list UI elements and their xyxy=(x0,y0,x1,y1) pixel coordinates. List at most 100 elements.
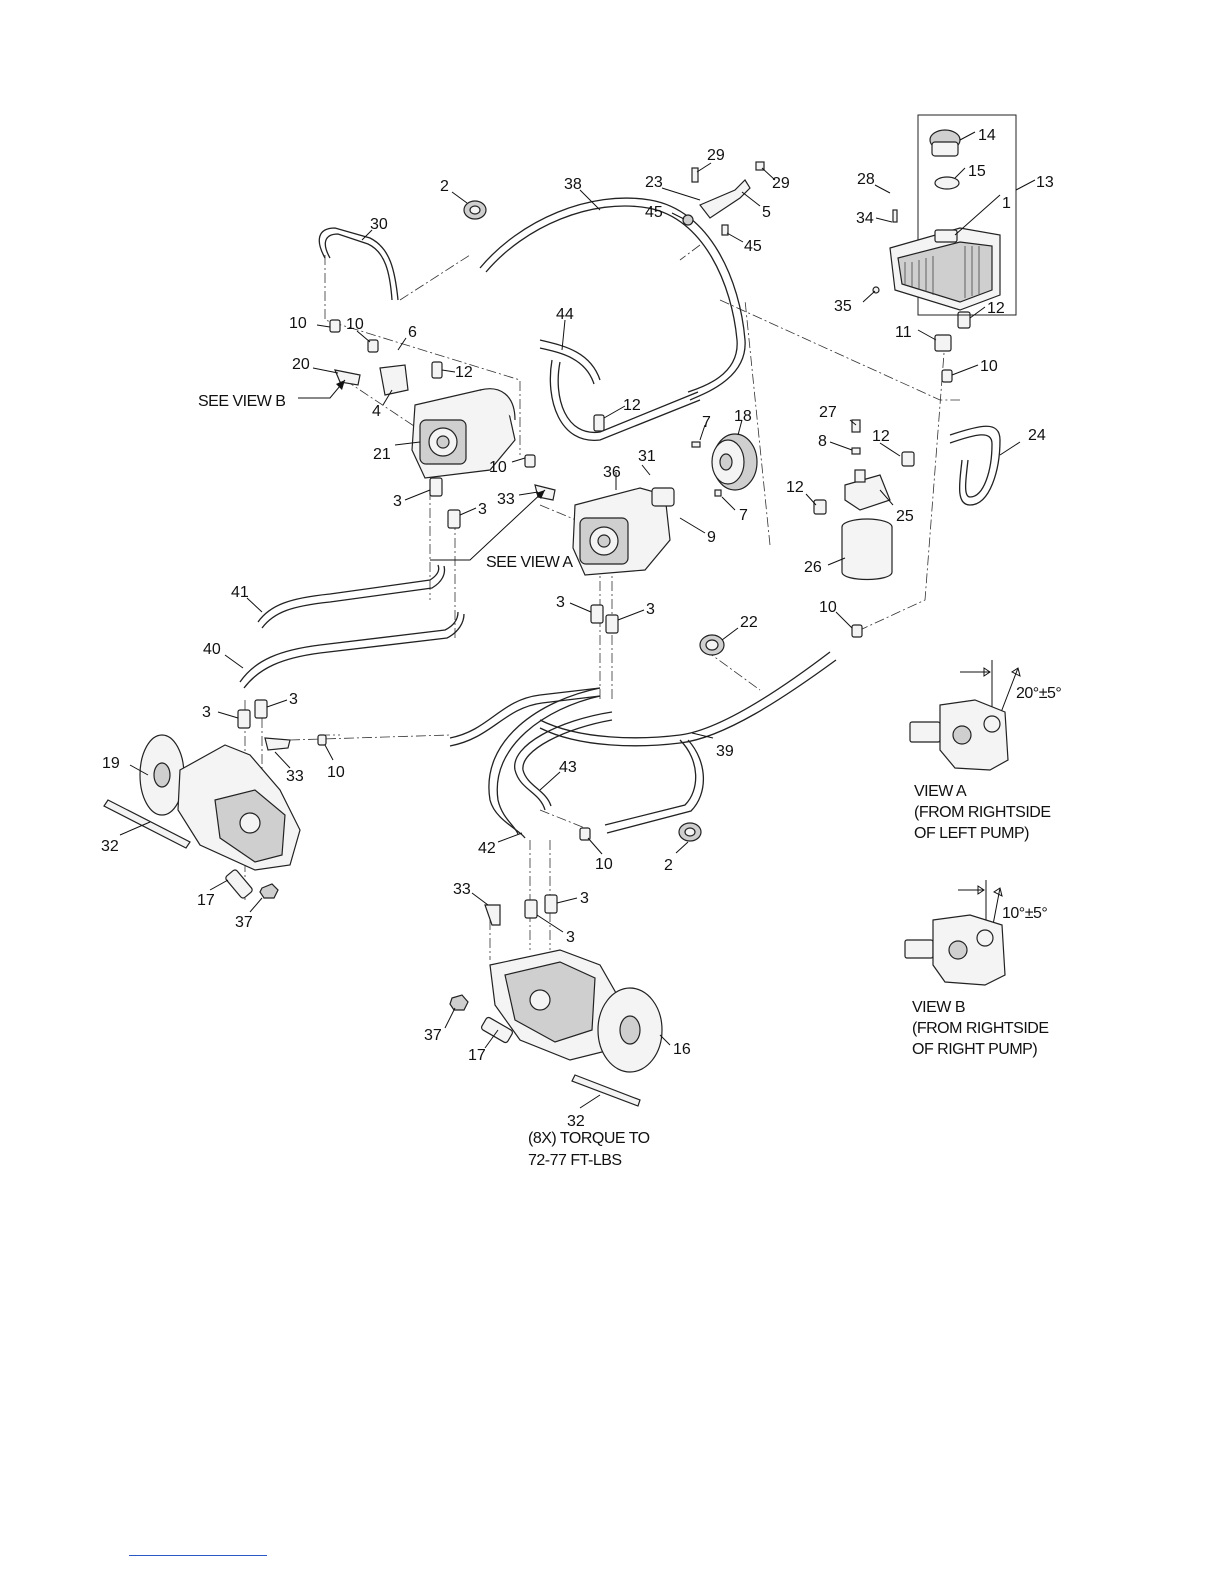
filter-assembly xyxy=(841,419,893,581)
callout: 12 xyxy=(455,364,473,381)
callout: 4 xyxy=(372,403,381,420)
callout: 33 xyxy=(286,768,304,785)
pump-upper-right xyxy=(572,487,675,576)
view-b-title: VIEW B xyxy=(912,999,965,1016)
callout: 33 xyxy=(497,491,515,508)
callout: 45 xyxy=(645,204,663,221)
callout: 26 xyxy=(804,559,822,576)
view-a-inset xyxy=(909,660,1021,771)
callout: 29 xyxy=(707,147,725,164)
view-b-caption-line2: OF RIGHT PUMP) xyxy=(912,1041,1037,1058)
callout: 30 xyxy=(370,216,388,233)
callout: 29 xyxy=(772,175,790,192)
wheel-motor-left xyxy=(103,734,301,899)
callout: 3 xyxy=(202,704,211,721)
callout: 7 xyxy=(702,414,711,431)
callout: 36 xyxy=(603,464,621,481)
view-a-caption-line1: (FROM RIGHTSIDE xyxy=(914,804,1051,821)
callout: 3 xyxy=(289,691,298,708)
callout: 20 xyxy=(292,356,310,373)
callout: 32 xyxy=(101,838,119,855)
callout: 5 xyxy=(762,204,771,221)
callout: 40 xyxy=(203,641,221,658)
callout: 12 xyxy=(786,479,804,496)
callout: 31 xyxy=(638,448,656,465)
mounting-bracket xyxy=(682,161,765,236)
pump-upper-left xyxy=(379,364,516,479)
callout: 32 xyxy=(567,1113,585,1130)
diagram-notes: SEE VIEW B SEE VIEW A 20°±5° VIEW A (FRO… xyxy=(198,393,1062,1169)
callout: 10 xyxy=(595,856,613,873)
hoses xyxy=(239,197,1001,839)
callout: 38 xyxy=(564,176,582,193)
callout: 35 xyxy=(834,298,852,315)
callout: 37 xyxy=(424,1027,442,1044)
see-view-leaders xyxy=(298,379,546,561)
callout: 17 xyxy=(468,1047,486,1064)
callout: 28 xyxy=(857,171,875,188)
callout: 2 xyxy=(440,178,449,195)
callout: 23 xyxy=(645,174,663,191)
callout: 43 xyxy=(559,759,577,776)
callout: 33 xyxy=(453,881,471,898)
callout: 19 xyxy=(102,755,120,772)
callout: 22 xyxy=(740,614,758,631)
fittings xyxy=(237,311,971,926)
callout: 41 xyxy=(231,584,249,601)
callout: 13 xyxy=(1036,174,1054,191)
callout: 34 xyxy=(856,210,874,227)
footer-link-underline xyxy=(129,1555,267,1556)
callout: 44 xyxy=(556,306,574,323)
callout: 42 xyxy=(478,840,496,857)
callout: 10 xyxy=(346,316,364,333)
view-a-angle: 20°±5° xyxy=(1016,685,1061,702)
callout: 3 xyxy=(393,493,402,510)
view-a-title: VIEW A xyxy=(914,783,967,800)
see-view-b-label: SEE VIEW B xyxy=(198,393,285,410)
callout: 7 xyxy=(739,507,748,524)
callout: 6 xyxy=(408,324,417,341)
callout: 25 xyxy=(896,508,914,525)
torque-note-line1: (8X) TORQUE TO xyxy=(528,1130,650,1147)
callout: 45 xyxy=(744,238,762,255)
callout: 18 xyxy=(734,408,752,425)
view-b-angle: 10°±5° xyxy=(1002,905,1047,922)
grommets xyxy=(463,200,725,842)
callout: 2 xyxy=(664,857,673,874)
callout: 27 xyxy=(819,404,837,421)
wheel-motor-right xyxy=(449,949,663,1107)
see-view-a-label: SEE VIEW A xyxy=(486,554,573,571)
callout: 17 xyxy=(197,892,215,909)
callout: 1 xyxy=(1002,195,1011,212)
callout: 10 xyxy=(489,459,507,476)
view-b-caption-line1: (FROM RIGHTSIDE xyxy=(912,1020,1049,1037)
pulley xyxy=(691,433,758,497)
callout: 8 xyxy=(818,433,827,450)
callout: 3 xyxy=(646,601,655,618)
assembly-centerlines xyxy=(244,244,960,960)
callout: 3 xyxy=(556,594,565,611)
callout: 3 xyxy=(478,501,487,518)
callout: 12 xyxy=(623,397,641,414)
callout: 3 xyxy=(566,929,575,946)
callout: 39 xyxy=(716,743,734,760)
callout: 37 xyxy=(235,914,253,931)
callout: 10 xyxy=(819,599,837,616)
callout: 12 xyxy=(872,428,890,445)
reservoir-tank xyxy=(872,114,1017,316)
callout: 15 xyxy=(968,163,986,180)
callout: 16 xyxy=(673,1041,691,1058)
callout: 10 xyxy=(980,358,998,375)
callout: 11 xyxy=(895,324,912,341)
callout-numbers: 1 2 2 3 3 3 3 3 3 3 3 4 5 6 7 7 8 9 10 1… xyxy=(101,127,1054,1130)
view-b-inset xyxy=(904,880,1006,986)
callout: 9 xyxy=(707,529,716,546)
torque-note-line2: 72-77 FT-LBS xyxy=(528,1152,622,1169)
callout: 12 xyxy=(987,300,1005,317)
callout: 3 xyxy=(580,890,589,907)
callout: 10 xyxy=(327,764,345,781)
callout: 21 xyxy=(373,446,391,463)
leader-lines xyxy=(119,131,1036,1109)
callout: 10 xyxy=(289,315,307,332)
